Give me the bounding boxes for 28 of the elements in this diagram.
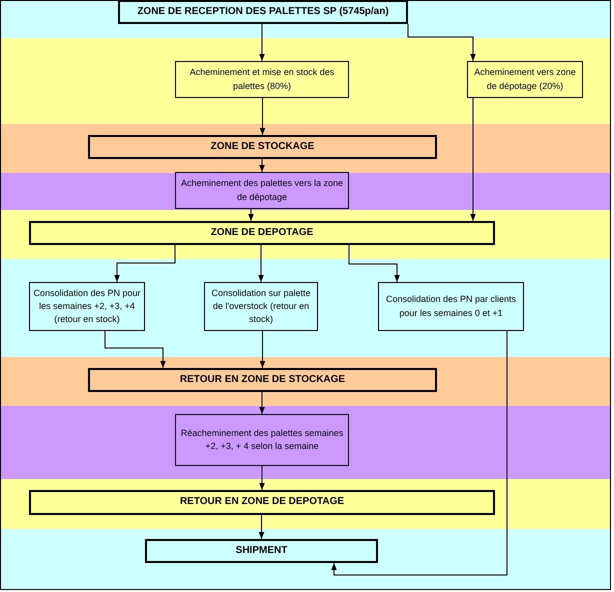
arrow xyxy=(259,392,265,414)
arrow xyxy=(470,98,476,222)
zone-box: RETOUR EN ZONE DE STOCKAGE xyxy=(88,368,437,392)
process-box: Consolidation des PN par clients pour les semaines 0 et +1 xyxy=(378,282,524,331)
process-box: Acheminement des palettes vers la zone de dépotage xyxy=(175,172,349,209)
arrow xyxy=(259,158,265,172)
arrow xyxy=(114,244,176,282)
process-box: Consolidation des PN pour les semaines +2, +3, +4 (retour en stock) xyxy=(29,282,145,331)
process-box: Consolidation sur palette de l'overstock (retour en stock) xyxy=(204,282,318,331)
zone-box: ZONE DE RECEPTION DES PALETTES SP (5745p/an) xyxy=(118,0,408,24)
process-box: Acheminement vers zone de dépotage (20%) xyxy=(467,61,583,98)
arrow xyxy=(258,244,264,282)
process-box: Réacheminement des palettes semaines +2, +3, + 4 selon la semaine xyxy=(175,414,349,466)
arrow xyxy=(408,24,476,62)
arrow xyxy=(260,330,266,368)
zone-box: ZONE DE DEPOTAGE xyxy=(29,221,495,245)
zone-box: ZONE DE STOCKAGE xyxy=(88,135,437,159)
arrow xyxy=(248,208,254,222)
arrow xyxy=(259,466,265,490)
zone-box: RETOUR EN ZONE DE DEPOTAGE xyxy=(29,490,495,515)
process-box: Acheminement et mise en stock des palettes (80%) xyxy=(175,61,349,98)
arrow xyxy=(260,98,266,136)
arrow xyxy=(348,244,400,282)
arrow xyxy=(259,24,265,62)
arrow xyxy=(258,514,264,540)
zone-box: SHIPMENT xyxy=(145,539,378,563)
arrow xyxy=(331,330,508,576)
arrow xyxy=(104,330,166,368)
